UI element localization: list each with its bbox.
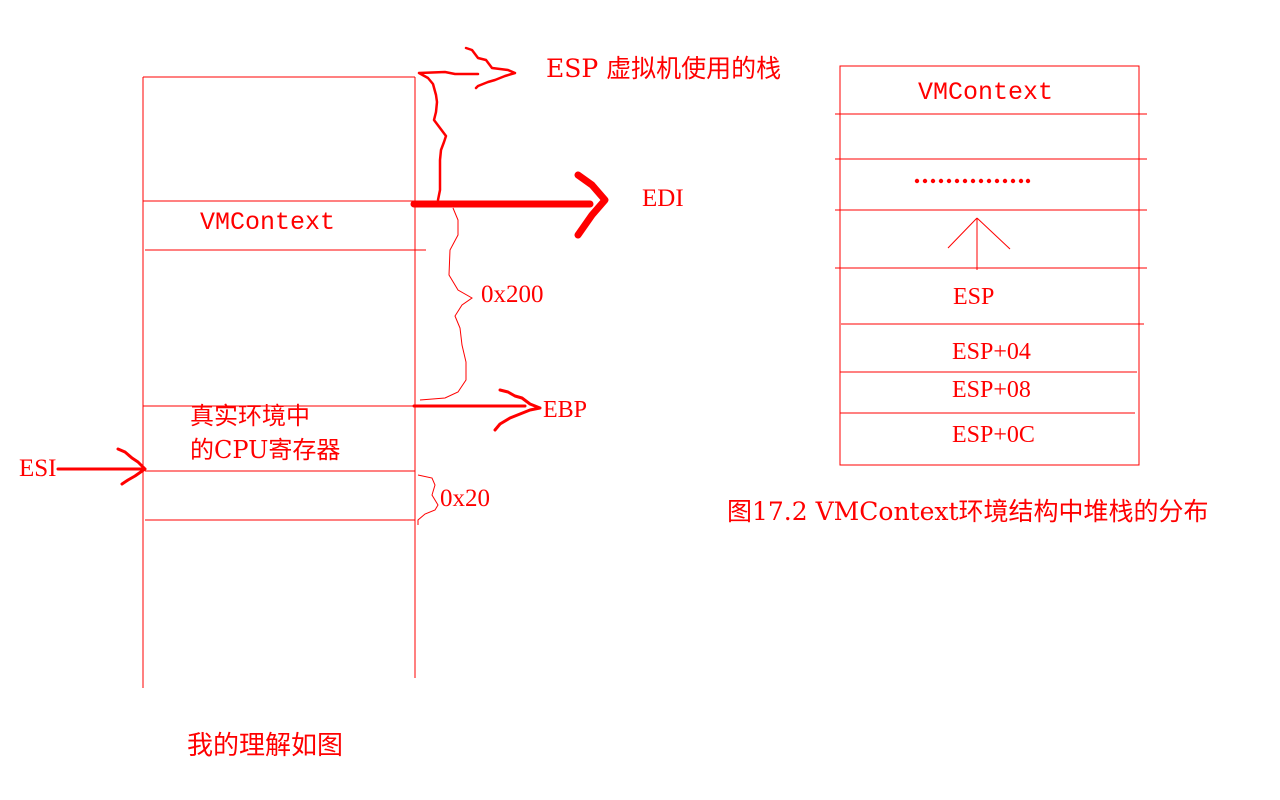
left-caption: 我的理解如图 <box>187 731 344 761</box>
right-vmcontext-label: VMContext <box>918 78 1054 107</box>
right-stack-box <box>839 65 1140 466</box>
right-esp-0c-label: ESP+0C <box>952 422 1035 448</box>
cpu-registers-label-line2: 的CPU寄存器 <box>190 436 341 464</box>
right-esp-label: ESP <box>953 284 995 310</box>
right-caption: 图17.2 VMContext环境结构中堆栈的分布 <box>727 497 1209 526</box>
edi-label: EDI <box>642 185 684 212</box>
up-arrow-icon <box>947 217 1011 270</box>
esp-stack-label: ESP 虚拟机使用的栈 <box>546 54 782 83</box>
right-esp-04-label: ESP+04 <box>952 339 1031 365</box>
size-0x200-label: 0x200 <box>481 281 544 308</box>
esi-arrow-icon <box>56 447 147 486</box>
cpu-registers-label-line1: 真实环境中 <box>190 402 310 430</box>
esi-label: ESI <box>19 455 57 482</box>
ebp-label: EBP <box>543 397 588 423</box>
left-vmcontext-label: VMContext <box>200 208 336 237</box>
size-0x20-label: 0x20 <box>440 485 490 512</box>
ebp-arrow-icon <box>412 388 542 432</box>
brace-0x20 <box>417 474 439 525</box>
esp-arrow-icon <box>417 46 517 202</box>
brace-0x200 <box>419 207 473 401</box>
right-esp-08-label: ESP+08 <box>952 377 1031 403</box>
edi-arrow-icon <box>410 171 609 239</box>
ellipsis-dots <box>914 178 1031 184</box>
